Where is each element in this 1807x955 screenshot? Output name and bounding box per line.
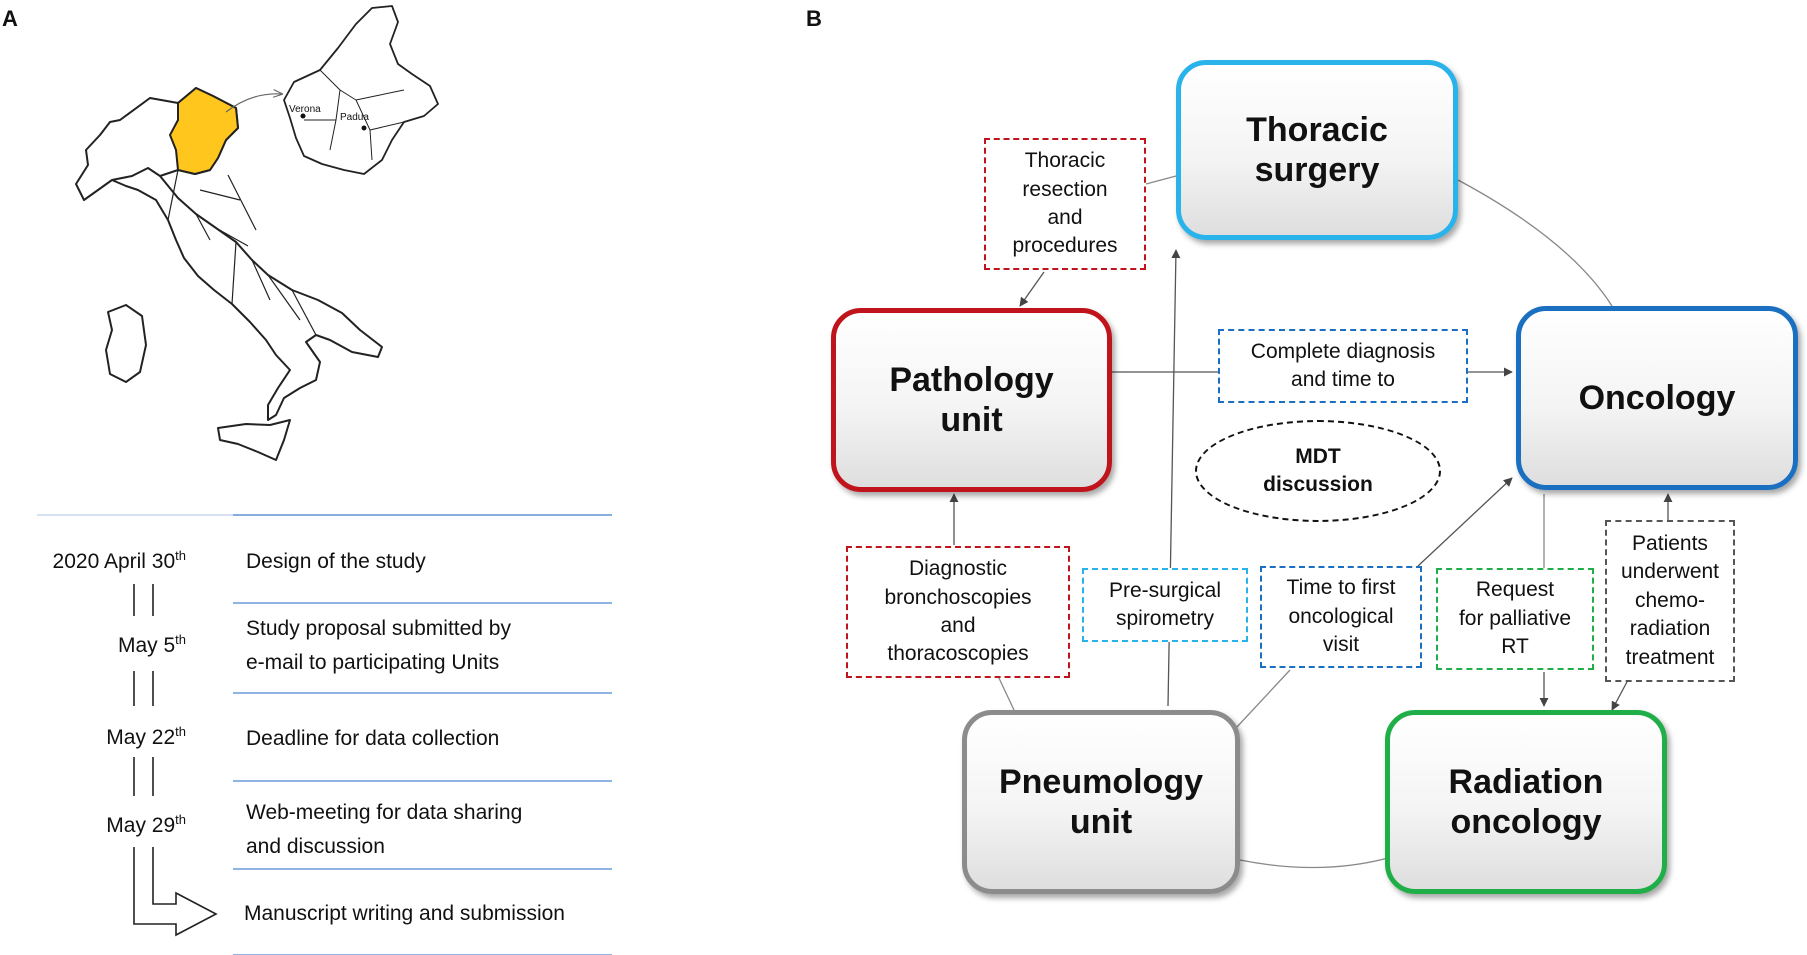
timeline-event-4: Web-meeting for data sharing and discuss… [246,801,523,858]
pathology-unit-node: Pathology unit [831,308,1112,492]
pneumology-unit-node: Pneumology unit [962,710,1240,894]
tag-presurgical-spirometry: Pre-surgical spirometry [1082,568,1248,642]
timeline-date-1: 2020 April 30th [52,548,186,573]
region-borders [147,167,317,336]
line-resection-pathology [1019,271,1045,307]
italy-map [75,87,383,461]
timeline-date-4: May 29th [106,812,186,837]
timeline-date-2: May 5th [117,632,186,657]
tag-thoracic-resection: Thoracic resection and procedures [984,138,1146,270]
line-pneumology-timefirst [1235,669,1291,729]
timeline-event-1: Design of the study [246,550,426,573]
mdt-discussion: MDT discussion [1195,420,1441,522]
line-timefirst-oncology [1417,477,1513,567]
timeline-event-3: Deadline for data collection [246,727,500,750]
sicily [217,419,291,461]
timeline-connectors [133,584,218,937]
timeline-event-5: Manuscript writing and submission [244,902,565,925]
tag-palliative-rt: Request for palliative RT [1436,568,1594,670]
timeline-event-2: Study proposal submitted by e-mail to pa… [246,617,511,674]
thoracic-surgery-node: Thoracic surgery [1176,60,1458,240]
inset-pointer-arrow [225,94,282,113]
veneto-inset [283,5,439,175]
padua-dot [361,125,367,131]
arc-thoracic-resection [1145,175,1177,185]
tag-diagnostic-bronchoscopies: Diagnostic bronchoscopies and thoracosco… [846,546,1070,678]
veneto-inset-provinces [304,69,405,161]
timeline-date-3: May 22th [106,724,186,749]
timeline-rules [37,514,612,955]
radiation-oncology-node: Radiation oncology [1385,710,1667,894]
oncology-node: Oncology [1516,306,1798,490]
tag-time-to-first-visit: Time to first oncological visit [1260,566,1422,668]
tag-chemoradiation: Patients underwent chemo- radiation trea… [1605,520,1735,682]
arc-thoracic-oncology [1457,179,1613,307]
timeline-final-arrow [133,847,218,937]
arc-pneumology-radiation [1239,857,1389,869]
verona-label: Verona [289,104,321,115]
line-diagnostic-pneumology [997,675,1015,711]
panel-label-b: B [806,6,822,31]
padua-label: Padua [340,112,369,123]
sardinia [105,304,147,383]
line-chemo-radiation [1611,679,1629,711]
panel-label-a: A [2,6,18,31]
veneto-inset-outline [283,5,439,175]
tag-complete-diagnosis: Complete diagnosis and time to [1218,329,1468,403]
verona-dot [300,113,306,119]
veneto-region [169,87,239,175]
